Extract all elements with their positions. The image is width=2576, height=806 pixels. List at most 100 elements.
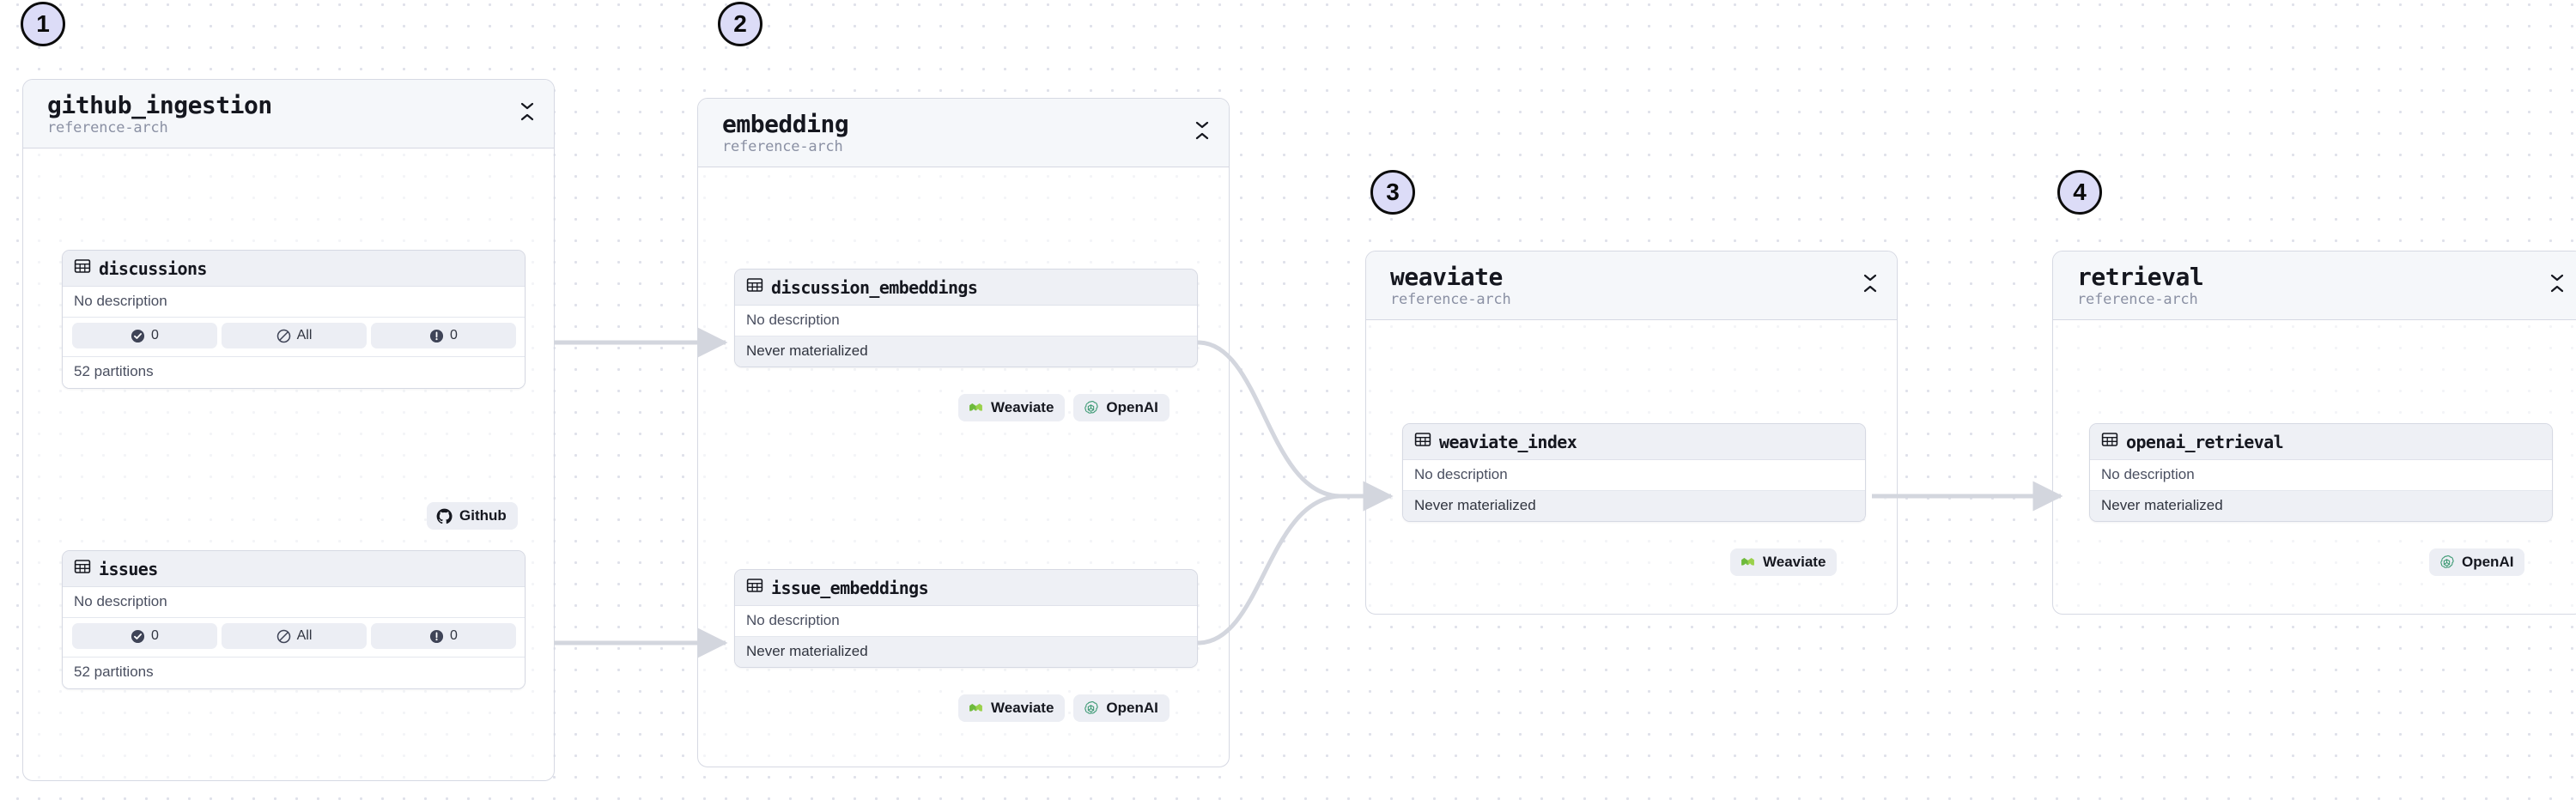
weaviate-icon xyxy=(968,700,984,717)
asset-status-chips-discussions: 0 All 0 xyxy=(63,318,525,356)
asset-card-discussions[interactable]: discussions No description 0 All xyxy=(62,250,526,389)
weaviate-icon xyxy=(1740,555,1756,571)
table-icon xyxy=(746,577,763,598)
group-weaviate[interactable]: weaviate reference-arch weaviate_index N… xyxy=(1365,251,1898,615)
github-icon xyxy=(436,508,453,524)
weaviate-icon xyxy=(968,400,984,416)
group-retrieval[interactable]: retrieval reference-arch openai_retrieva… xyxy=(2052,251,2576,615)
group-title-retrieval: retrieval xyxy=(2077,263,2204,291)
chip-materialized-count[interactable]: 0 xyxy=(72,323,217,348)
chevron-collapse-icon[interactable] xyxy=(2548,269,2567,298)
asset-header-discussion-embeddings: discussion_embeddings xyxy=(735,270,1197,306)
asset-tags-issue-embeddings: Weaviate OpenAI xyxy=(958,694,1170,722)
chip-label: All xyxy=(296,328,313,342)
step-badge-1: 1 xyxy=(21,2,65,46)
chip-failed-count[interactable]: 0 xyxy=(371,323,516,348)
chip-materialized-count[interactable]: 0 xyxy=(72,623,217,649)
asset-description-discussions: No description xyxy=(63,287,525,318)
no-entry-icon xyxy=(276,629,291,644)
group-embedding[interactable]: embedding reference-arch discussion_embe… xyxy=(697,98,1230,767)
asset-name-discussions: discussions xyxy=(99,258,207,279)
asset-partitions-discussions: 52 partitions xyxy=(63,356,525,388)
asset-description-discussion-embeddings: No description xyxy=(735,306,1197,336)
tag-label: OpenAI xyxy=(2462,554,2514,570)
step-badge-2: 2 xyxy=(718,2,762,46)
asset-card-issues[interactable]: issues No description 0 All xyxy=(62,550,526,689)
group-subtitle-retrieval: reference-arch xyxy=(2077,291,2198,309)
chip-label: 0 xyxy=(151,628,159,643)
chevron-collapse-icon[interactable] xyxy=(518,97,537,126)
asset-partitions-issues: 52 partitions xyxy=(63,657,525,688)
step-badge-4: 4 xyxy=(2057,170,2102,215)
tag-weaviate[interactable]: Weaviate xyxy=(958,394,1066,421)
asset-header-issue-embeddings: issue_embeddings xyxy=(735,570,1197,606)
group-title-embedding: embedding xyxy=(722,110,849,138)
chevron-collapse-icon[interactable] xyxy=(1193,116,1212,145)
alert-circle-icon xyxy=(429,329,444,343)
asset-card-weaviate-index[interactable]: weaviate_index No description Never mate… xyxy=(1402,423,1866,522)
tag-github[interactable]: Github xyxy=(427,502,518,530)
openai-icon xyxy=(1083,400,1099,416)
asset-status-discussion-embeddings: Never materialized xyxy=(735,336,1197,367)
tag-label: Weaviate xyxy=(991,700,1054,716)
asset-header-discussions: discussions xyxy=(63,251,525,287)
alert-circle-icon xyxy=(429,629,444,644)
check-circle-icon xyxy=(131,629,145,644)
asset-header-issues: issues xyxy=(63,551,525,587)
asset-tags-discussion-embeddings: Weaviate OpenAI xyxy=(958,394,1170,421)
chip-missing-count[interactable]: All xyxy=(222,623,367,649)
table-icon xyxy=(2101,431,2118,452)
asset-status-weaviate-index: Never materialized xyxy=(1403,491,1865,521)
tag-weaviate[interactable]: Weaviate xyxy=(1730,548,1838,576)
asset-tags-openai-retrieval: OpenAI xyxy=(2429,548,2525,576)
asset-card-openai-retrieval[interactable]: openai_retrieval No description Never ma… xyxy=(2089,423,2553,522)
table-icon xyxy=(74,258,91,279)
chip-missing-count[interactable]: All xyxy=(222,323,367,348)
tag-openai[interactable]: OpenAI xyxy=(1073,694,1170,722)
asset-header-weaviate-index: weaviate_index xyxy=(1403,424,1865,460)
chip-label: 0 xyxy=(450,328,458,342)
tag-label: OpenAI xyxy=(1106,399,1158,415)
tag-label: Weaviate xyxy=(991,399,1054,415)
asset-name-weaviate-index: weaviate_index xyxy=(1439,431,1577,452)
asset-description-weaviate-index: No description xyxy=(1403,460,1865,491)
chip-failed-count[interactable]: 0 xyxy=(371,623,516,649)
asset-description-issue-embeddings: No description xyxy=(735,606,1197,637)
asset-description-issues: No description xyxy=(63,587,525,618)
asset-tags-weaviate-index: Weaviate xyxy=(1730,548,1838,576)
chip-label: All xyxy=(296,628,313,643)
openai-icon xyxy=(2439,555,2455,571)
asset-description-openai-retrieval: No description xyxy=(2090,460,2552,491)
group-header-github-ingestion[interactable]: github_ingestion reference-arch xyxy=(23,80,554,149)
asset-card-issue-embeddings[interactable]: issue_embeddings No description Never ma… xyxy=(734,569,1198,668)
chevron-collapse-icon[interactable] xyxy=(1861,269,1880,298)
table-icon xyxy=(746,276,763,298)
chip-label: 0 xyxy=(450,628,458,643)
tag-weaviate[interactable]: Weaviate xyxy=(958,694,1066,722)
asset-status-chips-issues: 0 All 0 xyxy=(63,618,525,657)
group-subtitle-github-ingestion: reference-arch xyxy=(47,119,168,137)
asset-header-openai-retrieval: openai_retrieval xyxy=(2090,424,2552,460)
tag-label: Github xyxy=(459,507,507,524)
table-icon xyxy=(74,558,91,579)
asset-name-issue-embeddings: issue_embeddings xyxy=(771,577,929,598)
asset-name-discussion-embeddings: discussion_embeddings xyxy=(771,276,978,298)
group-header-weaviate[interactable]: weaviate reference-arch xyxy=(1366,251,1897,321)
group-header-retrieval[interactable]: retrieval reference-arch xyxy=(2053,251,2576,321)
asset-name-openai-retrieval: openai_retrieval xyxy=(2126,431,2284,452)
group-github-ingestion[interactable]: github_ingestion reference-arch discussi… xyxy=(22,79,555,781)
asset-status-openai-retrieval: Never materialized xyxy=(2090,491,2552,521)
tag-openai[interactable]: OpenAI xyxy=(1073,394,1170,421)
group-title-github-ingestion: github_ingestion xyxy=(47,91,272,119)
tag-openai[interactable]: OpenAI xyxy=(2429,548,2525,576)
tag-label: OpenAI xyxy=(1106,700,1158,716)
group-subtitle-weaviate: reference-arch xyxy=(1390,291,1511,309)
table-icon xyxy=(1414,431,1431,452)
tag-label: Weaviate xyxy=(1763,554,1826,570)
asset-tags-discussions: Github xyxy=(427,502,518,530)
group-header-embedding[interactable]: embedding reference-arch xyxy=(698,99,1229,168)
asset-card-discussion-embeddings[interactable]: discussion_embeddings No description Nev… xyxy=(734,269,1198,367)
group-title-weaviate: weaviate xyxy=(1390,263,1503,291)
asset-name-issues: issues xyxy=(99,558,158,579)
